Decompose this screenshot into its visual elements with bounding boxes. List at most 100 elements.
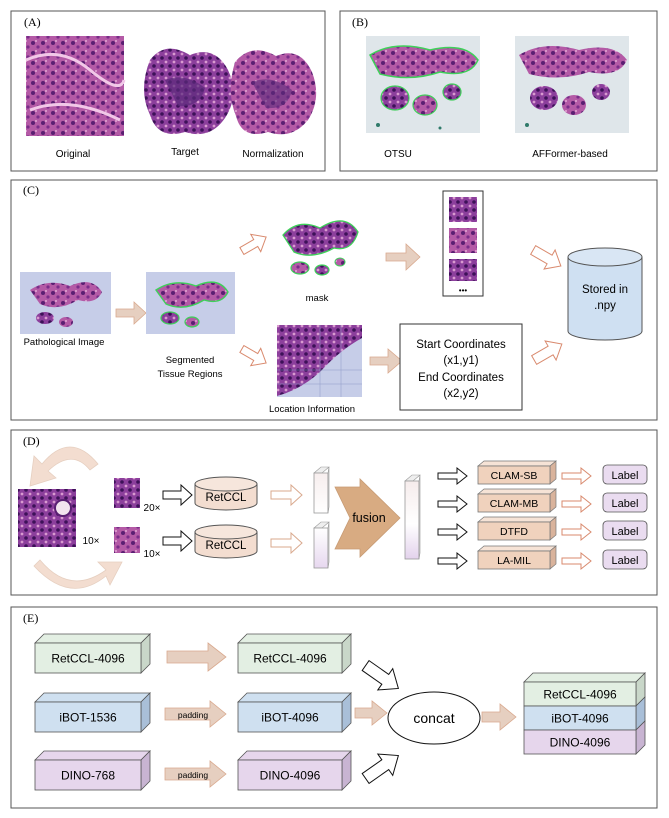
panel-b-label: (B) xyxy=(352,15,368,29)
stored-line1: Stored in xyxy=(582,284,628,296)
arrow-to-segmented xyxy=(115,301,147,325)
arrow-coords-to-storage xyxy=(530,340,563,366)
segmented-caption-line2: Tissue Regions xyxy=(157,369,222,380)
caption-original: Original xyxy=(56,149,90,160)
input-block-0: RetCCL-4096 xyxy=(34,633,151,674)
magnification-20x: 20× xyxy=(144,503,161,514)
output-label-box: Label xyxy=(602,492,648,513)
concat-label: concat xyxy=(413,710,454,726)
block-label: DINO-768 xyxy=(61,769,115,783)
coords-line2: (x1,y1) xyxy=(443,355,478,367)
arrow-to-patches xyxy=(385,243,421,271)
model-box-clam-sb: CLAM-SB xyxy=(477,460,557,485)
target-image xyxy=(144,48,234,135)
model-boxes: CLAM-SB CLAM-MB DTFD LA-MIL xyxy=(477,460,557,570)
arrows-to-labels xyxy=(561,466,592,571)
model-label: CLAM-SB xyxy=(491,470,538,482)
stack-layer-1: iBOT-4096 xyxy=(523,696,646,731)
fusion-arrow xyxy=(334,478,401,558)
model-label: LA-MIL xyxy=(497,555,531,567)
block-label: DINO-4096 xyxy=(260,769,321,783)
magnification-10x: 10× xyxy=(144,549,161,560)
segmented-image xyxy=(146,272,235,334)
output-label-text: Label xyxy=(612,555,639,567)
model-box-clam-mb: CLAM-MB xyxy=(477,488,557,513)
stack-label: RetCCL-4096 xyxy=(543,688,617,702)
coords-line4: (x2,y2) xyxy=(443,388,478,400)
padded-block-1: iBOT-4096 xyxy=(237,692,352,733)
afformer-image xyxy=(515,36,629,133)
model-label: DTFD xyxy=(500,526,528,538)
arrow-top-to-concat xyxy=(361,659,400,691)
panel-d: (D) 10× 20× 10× RetCCL RetCCL xyxy=(10,429,658,596)
input-block-1: iBOT-1536 xyxy=(34,692,151,733)
stack-label: iBOT-4096 xyxy=(551,712,609,726)
patch-ellipsis: ••• xyxy=(459,286,468,295)
curved-arrow-lower xyxy=(33,559,123,589)
panel-e: (E) RetCCL-4096iBOT-1536DINO-768RetCCL-4… xyxy=(10,606,658,809)
output-label-box: Label xyxy=(602,464,648,485)
model-label: CLAM-MB xyxy=(490,498,538,510)
arrow-bottom-to-concat xyxy=(361,753,400,785)
patch-image-10x xyxy=(114,527,140,553)
segmented-caption-line1: Segmented xyxy=(166,355,215,366)
normalization-image xyxy=(230,50,317,135)
coords-line1: Start Coordinates xyxy=(416,339,506,351)
arrow-to-feature-bottom xyxy=(270,531,303,555)
output-label-box: Label xyxy=(602,520,648,541)
padding-label-top: padding xyxy=(178,710,209,720)
location-caption: Location Information xyxy=(269,404,355,415)
concat-ellipse xyxy=(387,691,481,745)
location-image xyxy=(277,325,362,397)
fusion-label: fusion xyxy=(352,511,385,525)
block-label: iBOT-1536 xyxy=(59,711,117,725)
output-label-text: Label xyxy=(612,498,639,510)
padding-arrow-bottom xyxy=(164,760,227,788)
otsu-image xyxy=(366,36,480,133)
block-label: iBOT-4096 xyxy=(261,711,319,725)
caption-target: Target xyxy=(171,147,199,158)
patch-stack xyxy=(442,190,484,297)
magnification-10x-left: 10× xyxy=(83,536,100,547)
arrow-to-encoder-top xyxy=(162,483,193,507)
feature-bar-fused xyxy=(404,474,421,560)
encoder-bottom xyxy=(194,524,258,559)
encoder-top xyxy=(194,476,258,511)
caption-afformer: AFFormer-based xyxy=(532,149,608,160)
output-label-box: Label xyxy=(602,549,648,570)
input-block-2: DINO-768 xyxy=(34,750,151,791)
arrow-to-encoder-bottom xyxy=(162,529,193,553)
stack-layer-0: RetCCL-4096 xyxy=(523,672,646,707)
original-image xyxy=(26,36,124,136)
panel-e-label: (E) xyxy=(23,611,38,625)
mask-caption: mask xyxy=(306,293,329,304)
arrow-middle-to-concat xyxy=(354,700,388,726)
panel-c-label: (C) xyxy=(23,183,39,197)
panel-a: (A) Original Target Normalization xyxy=(10,10,326,172)
block-label: RetCCL-4096 xyxy=(51,652,125,666)
panel-c: (C) Pathological Image Segmented Tissue … xyxy=(10,179,658,421)
arrow-to-coordinates xyxy=(369,348,403,374)
arrow-to-mask xyxy=(239,233,267,256)
arrow-to-feature-top xyxy=(270,483,303,507)
stored-line2: .npy xyxy=(594,300,616,312)
panel-a-label: (A) xyxy=(24,15,41,29)
pathological-image xyxy=(20,272,111,334)
model-box-la-mil: LA-MIL xyxy=(477,545,557,570)
storage-cylinder xyxy=(567,247,643,341)
padded-block-2: DINO-4096 xyxy=(237,750,352,791)
output-label-text: Label xyxy=(612,526,639,538)
coordinates-box xyxy=(399,323,523,411)
arrow-to-location xyxy=(239,344,267,367)
block-label: RetCCL-4096 xyxy=(253,652,327,666)
arrow-retccl xyxy=(166,642,227,672)
caption-otsu: OTSU xyxy=(384,149,412,160)
stack-label: DINO-4096 xyxy=(550,736,611,750)
output-label-text: Label xyxy=(612,470,639,482)
feature-bar-bottom xyxy=(313,521,330,569)
pathological-image-caption: Pathological Image xyxy=(24,337,105,348)
panel-d-label: (D) xyxy=(23,434,40,448)
